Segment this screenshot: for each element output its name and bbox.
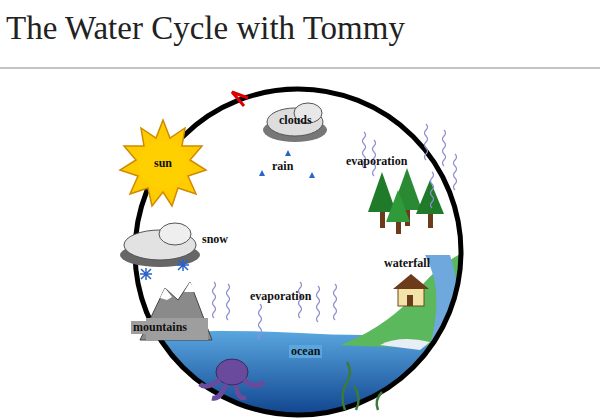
evaporation-squiggles <box>213 124 457 340</box>
evaporation-label: evaporation <box>346 155 407 168</box>
page-title: The Water Cycle with Tommy <box>6 10 405 47</box>
evaporation-squiggle <box>454 154 457 190</box>
ocean-water <box>120 330 470 420</box>
evaporation-squiggle <box>317 286 320 322</box>
cloud-node: clouds <box>262 104 328 138</box>
rain-label: rain <box>272 160 293 173</box>
node-label: clouds <box>279 114 312 127</box>
snowflakes <box>140 259 189 280</box>
rain-cloud-icon <box>263 103 327 142</box>
waterfall-label: waterfall <box>384 257 430 270</box>
snow-label: snow <box>202 233 228 246</box>
evaporation-squiggle <box>334 284 337 320</box>
raindrops <box>259 150 315 178</box>
house-icon <box>393 274 429 306</box>
evaporation-label: evaporation <box>250 290 311 303</box>
evaporation-squiggle <box>443 130 446 166</box>
evaporation-squiggle <box>431 172 434 208</box>
green-hill <box>340 250 470 347</box>
title-rule <box>0 68 600 69</box>
ocean-label: ocean <box>289 345 322 358</box>
sun-node: sun <box>138 140 188 190</box>
evaporation-squiggle <box>213 282 216 318</box>
node-label: sun <box>154 157 172 170</box>
evaporation-squiggle <box>227 284 230 320</box>
sun-icon <box>120 120 206 206</box>
cycle-arrow <box>232 92 248 106</box>
waterfall-foam <box>380 339 430 350</box>
evaporation-squiggle <box>259 304 262 340</box>
octopus-icon <box>200 359 264 398</box>
mountains-label: mountains <box>131 321 189 334</box>
trees-icon <box>368 168 444 234</box>
seaweed <box>342 362 382 410</box>
evaporation-squiggle <box>425 124 428 160</box>
